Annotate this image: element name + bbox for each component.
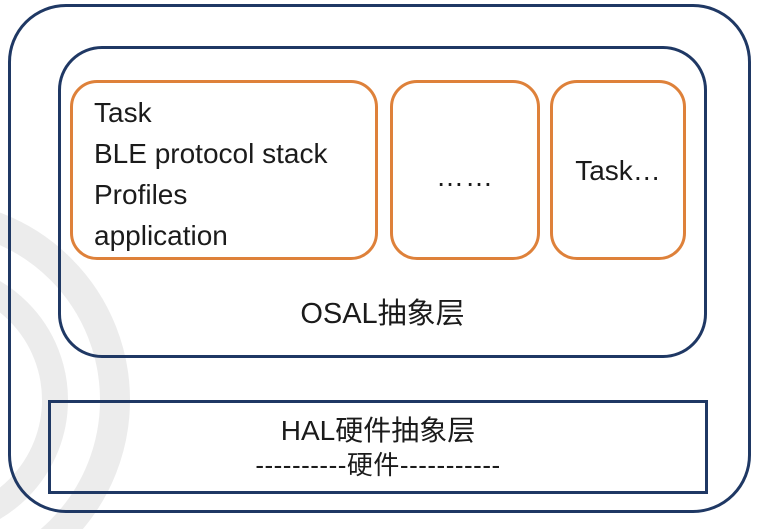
system-outer-container [8,4,751,513]
ble-protocol-stack-line: BLE protocol stack [94,138,328,169]
more-tasks-label: Task… [575,154,661,186]
task-stack-box: Task BLE protocol stack Profiles applica… [70,80,378,260]
hal-layer-box: HAL硬件抽象层 ----------硬件----------- [48,400,708,494]
more-tasks-box: Task… [550,80,686,260]
profiles-line: Profiles [94,179,188,210]
ellipsis-label: …… [436,160,494,192]
osal-layer-container [58,46,707,358]
hardware-divider-label: ----------硬件----------- [255,450,501,480]
application-line: application [94,220,228,251]
osal-layer-label: OSAL抽象层 [300,298,465,330]
hal-layer-title: HAL硬件抽象层 [280,415,476,446]
ellipsis-task-box: …… [390,80,540,260]
task-line: Task [94,97,152,128]
